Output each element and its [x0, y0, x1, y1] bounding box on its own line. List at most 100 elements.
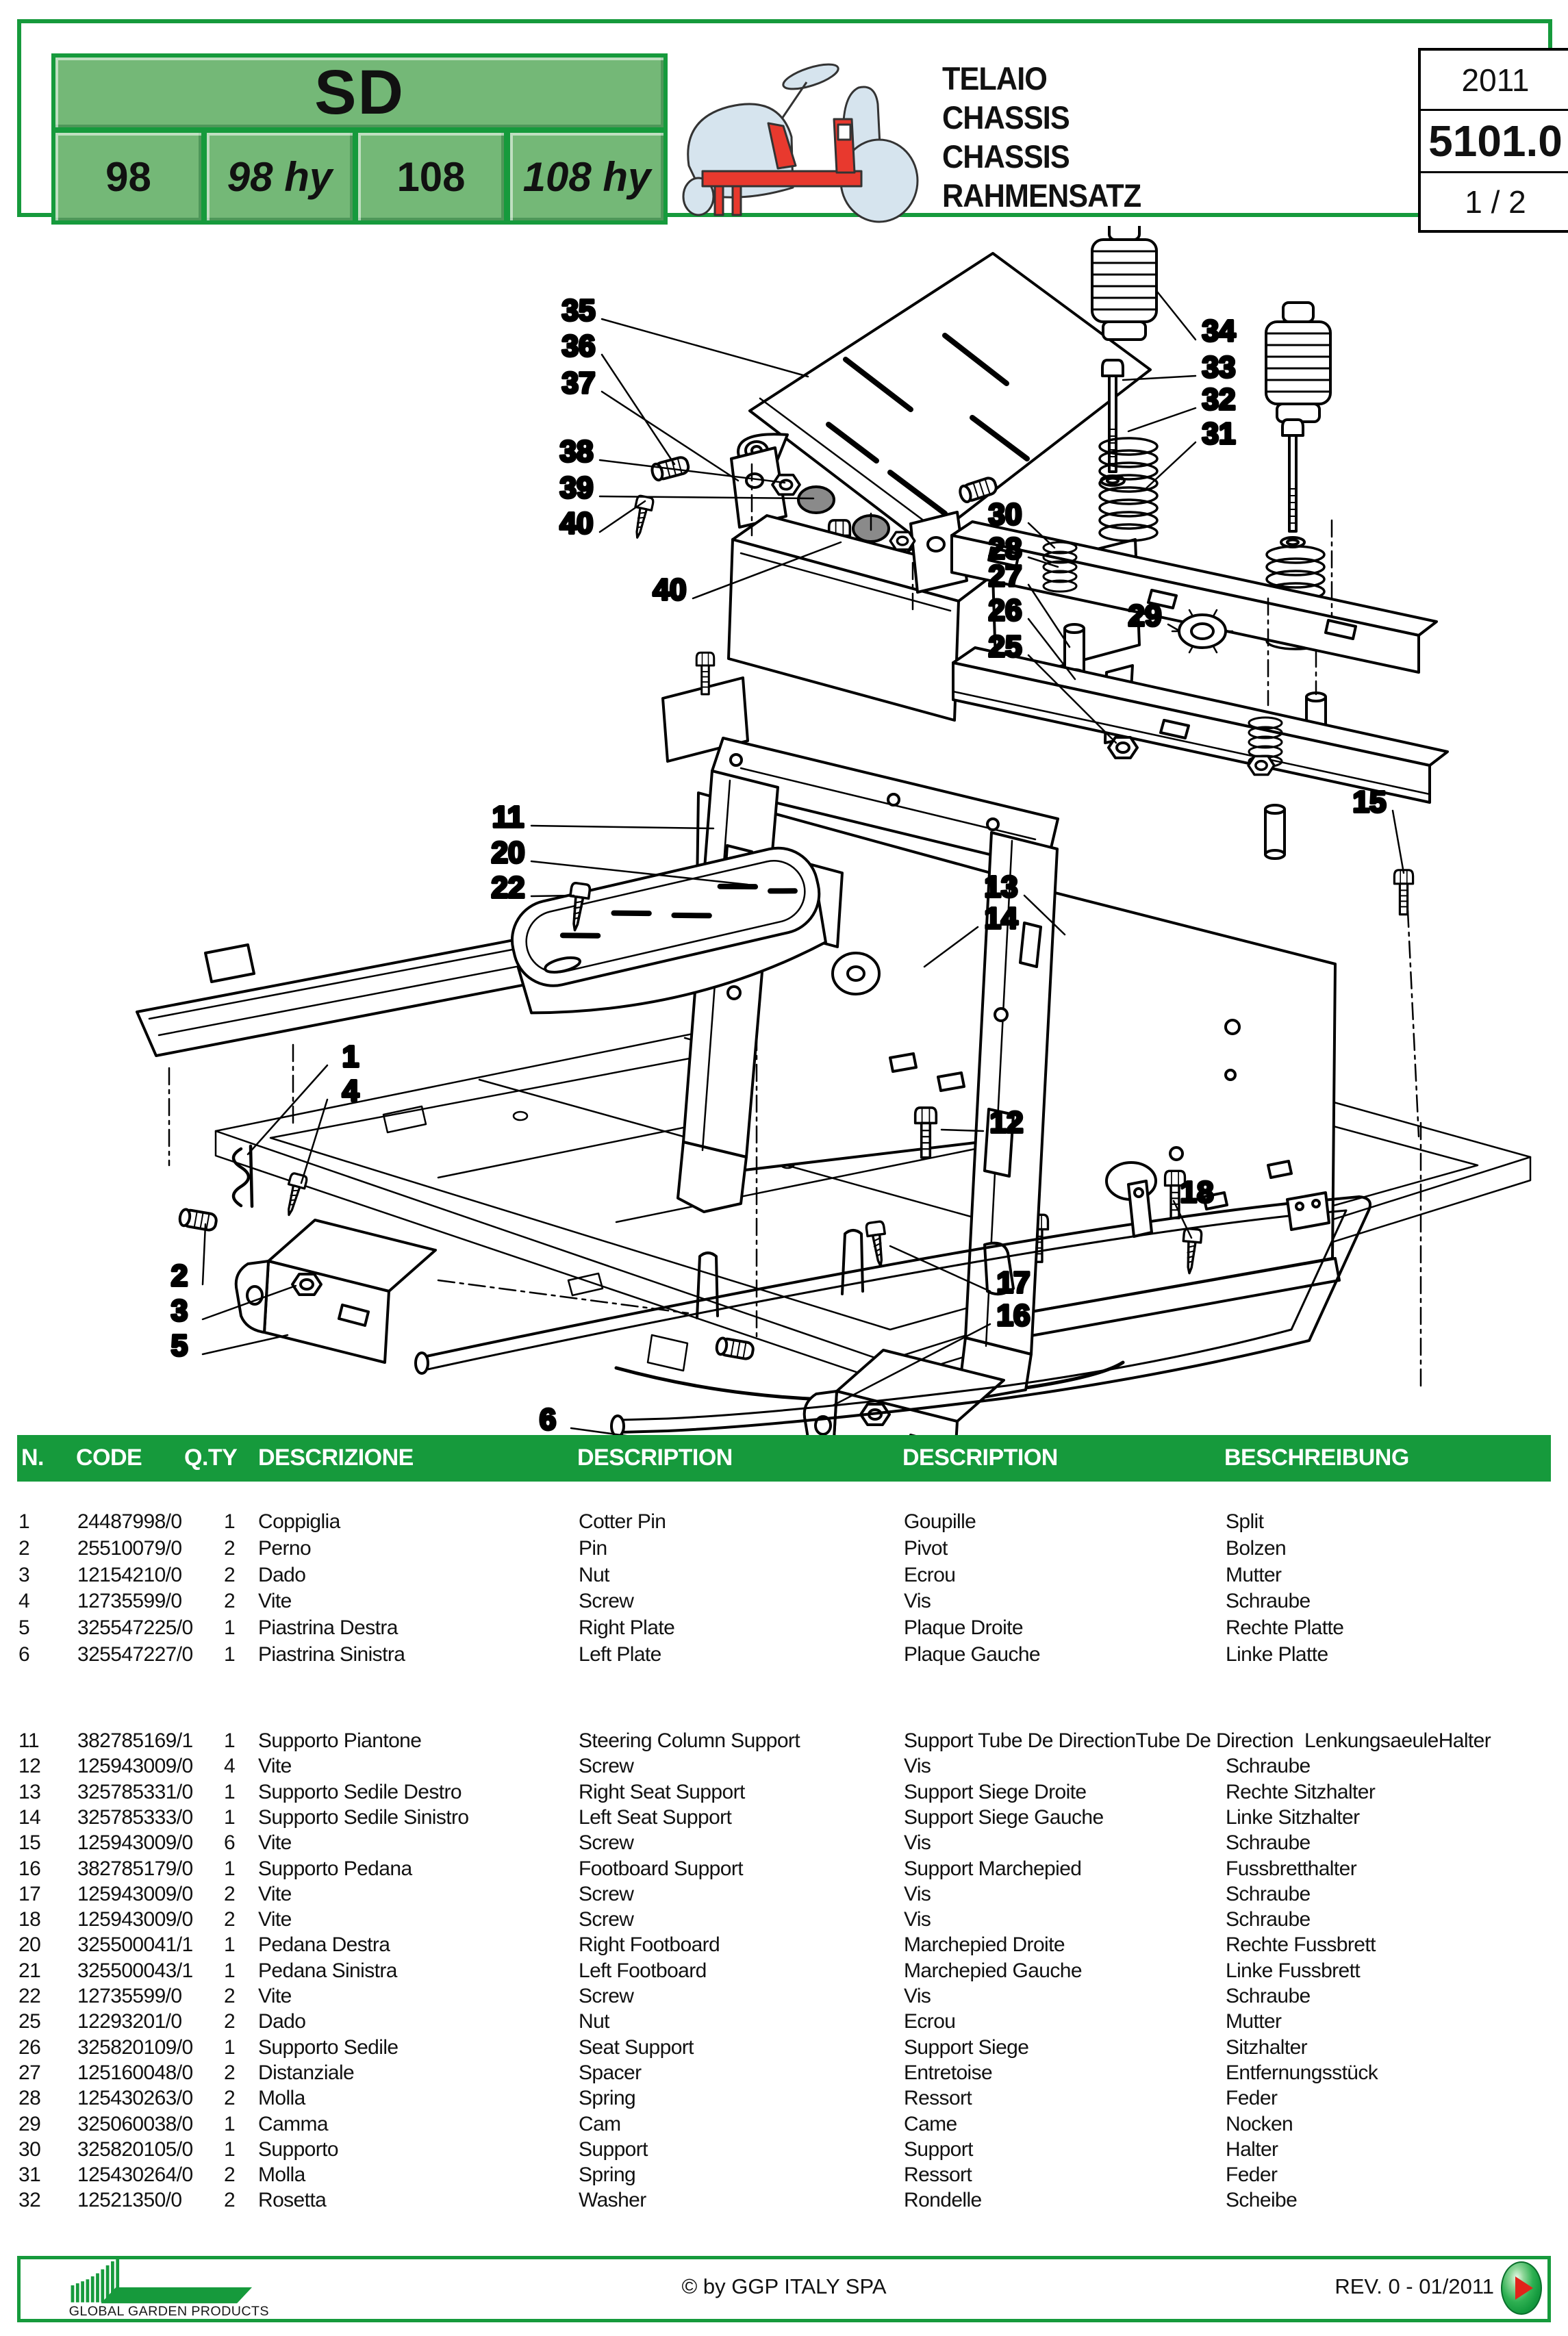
callout-leader-line	[201, 1334, 289, 1356]
callout-leader-line	[923, 926, 979, 968]
table-cell: Footboard Support	[579, 1857, 744, 1880]
callout-number: 40	[560, 507, 594, 540]
table-cell: Vis	[904, 1985, 931, 2007]
callout-leader-line	[1127, 407, 1197, 433]
table-cell: Right Seat Support	[579, 1780, 745, 1803]
table-cell: Rechte Fussbrett	[1226, 1933, 1376, 1957]
model-label: 98	[105, 153, 151, 200]
callout-leader-line	[1027, 556, 1059, 568]
table-cell: 2	[223, 1563, 236, 1586]
footboard-part	[510, 846, 827, 1015]
table-cell: 1	[223, 2035, 236, 2059]
table-cell: Scheibe	[1226, 2189, 1298, 2212]
table-cell: Cam	[579, 2112, 621, 2135]
callout-number: 13	[985, 870, 1018, 904]
table-cell: Vite	[258, 1755, 292, 1778]
table-cell: Screw	[579, 1755, 634, 1778]
callout-number: 18	[1180, 1176, 1214, 1209]
table-cell: Support	[579, 2137, 648, 2161]
callout-leader-line	[598, 500, 646, 533]
table-cell: LenkungsaeuleHalter	[1304, 1729, 1491, 1752]
callout-number: 39	[560, 471, 594, 505]
callout-leader-line	[1122, 374, 1197, 381]
table-header: N. CODE Q.TY DESCRIZIONE DESCRIPTION DES…	[17, 1435, 1551, 1482]
callout-number: 29	[1128, 599, 1162, 633]
tractor-icon	[682, 63, 919, 223]
table-cell: Plaque Droite	[904, 1616, 1024, 1640]
callout-leader-line	[1027, 618, 1076, 681]
callout-leader-line	[246, 1064, 329, 1156]
table-cell: Screw	[579, 1985, 634, 2007]
table-cell: Came	[904, 2112, 957, 2135]
callout-number: 32	[1202, 383, 1236, 416]
table-cell: Molla	[258, 2163, 305, 2187]
play-next-icon[interactable]	[1501, 2261, 1542, 2315]
table-cell: 20	[18, 1933, 41, 1957]
series-label: SD	[314, 57, 405, 127]
table-cell: 12154210/0	[77, 1563, 182, 1586]
col-beschreibung: BESCHREIBUNG	[1224, 1445, 1409, 1471]
table-cell: Plaque Gauche	[904, 1643, 1041, 1666]
table-cell: Rosetta	[258, 2189, 327, 2212]
exploded-chassis-diagram: 3536373839404034333231302827262529151120…	[136, 226, 1532, 1435]
table-cell: Support Marchepied	[904, 1857, 1082, 1880]
callout-number: 16	[997, 1299, 1030, 1332]
callout-number: 11	[492, 800, 524, 834]
table-cell: 1	[223, 1805, 236, 1829]
page-indicator: 1 / 2	[1465, 183, 1526, 220]
table-cell: Linke Platte	[1226, 1643, 1328, 1666]
table-cell: 31	[18, 2163, 41, 2187]
table-cell: Schraube	[1226, 1985, 1311, 2007]
model-label: 108 hy	[522, 153, 651, 200]
callout-leader-line	[1156, 290, 1197, 341]
table-cell: Schraube	[1226, 1831, 1311, 1855]
table-cell: Vis	[904, 1882, 931, 1905]
callout-number: 6	[540, 1403, 556, 1435]
callout-leader-line	[600, 318, 809, 378]
callout-number: 12	[990, 1106, 1024, 1139]
table-cell: 325820105/0	[77, 2137, 193, 2161]
screw-15-part	[1393, 869, 1415, 916]
col-descrizione: DESCRIZIONE	[258, 1445, 414, 1471]
table-cell: Schraube	[1226, 1590, 1311, 1613]
table-cell: 2	[223, 1590, 236, 1613]
table-cell: Entretoise	[904, 2061, 993, 2084]
table-cell: 17	[18, 1882, 41, 1905]
table-cell: 30	[18, 2137, 41, 2161]
table-cell: 1	[223, 1857, 236, 1880]
table-cell: 325547227/0	[77, 1643, 193, 1666]
table-cell: Screw	[579, 1882, 634, 1905]
table-cell: Camma	[258, 2112, 329, 2135]
table-cell: Support	[904, 2137, 973, 2161]
table-cell: Support Siege	[904, 2035, 1029, 2059]
table-cell: Ecrou	[904, 2010, 956, 2033]
table-cell: Supporto Piantone	[258, 1729, 422, 1752]
table-cell: 1	[18, 1510, 30, 1533]
table-cell: Support Siege Droite	[904, 1780, 1087, 1803]
revision-text: REV. 0 - 01/2011	[1335, 2274, 1494, 2298]
copyright-text: © by GGP ITALY SPA	[681, 2274, 887, 2298]
table-cell: Vis	[904, 1908, 931, 1931]
table-cell: 18	[18, 1908, 41, 1931]
table-cell: 2	[223, 1908, 236, 1931]
table-cell: 125943009/0	[77, 1882, 193, 1905]
callout-number: 31	[1202, 417, 1236, 450]
table-cell: 12735599/0	[77, 1590, 182, 1613]
cam-part	[1171, 609, 1234, 654]
table-cell: Supporto Sedile Sinistro	[258, 1805, 469, 1829]
callout-number: 37	[562, 366, 596, 400]
table-cell: 1	[223, 1959, 236, 1982]
footer-bar	[17, 2256, 1551, 2322]
callout-leader-line	[1167, 623, 1179, 631]
diagram-callouts: 3536373839404034333231302827262529151120…	[170, 290, 1405, 1435]
col-n: N.	[21, 1445, 45, 1471]
table-cell: Washer	[579, 2189, 646, 2212]
table-cell: 125943009/0	[77, 1908, 193, 1931]
table-cell: 125943009/0	[77, 1831, 193, 1855]
